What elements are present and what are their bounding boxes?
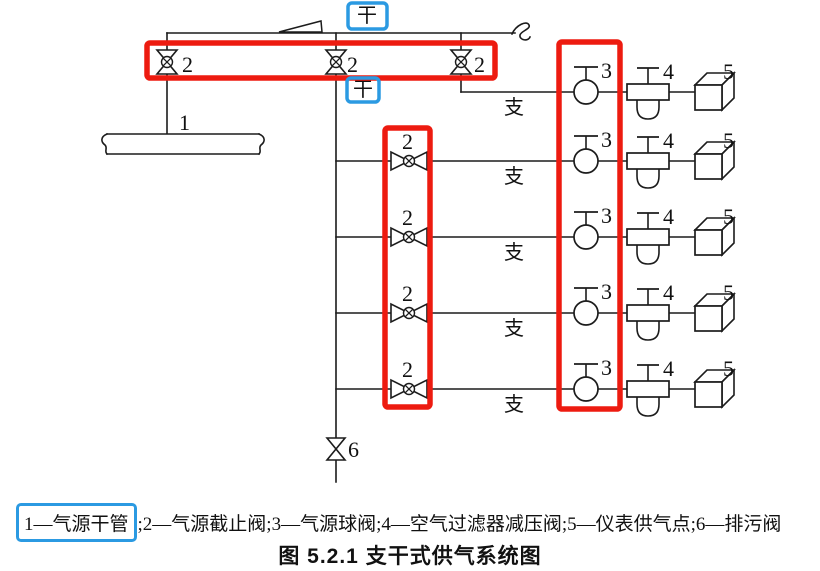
callout-4b: 4 [663,128,674,153]
callout-4e: 4 [663,356,674,381]
stop-valve-1 [156,49,178,75]
branch-stop-valve-1 [390,151,428,171]
callout-3b: 3 [601,127,612,152]
callout-2f: 2 [402,281,413,306]
callout-4a: 4 [663,59,674,84]
callout-5a: 5 [723,59,734,84]
callout-4c: 4 [663,204,674,229]
drain-valve [326,437,346,461]
stop-valve-3 [450,49,472,75]
pipe-lines [166,20,696,483]
blue-highlight-trunk-mid [345,76,381,104]
branch-stop-valve-2 [390,227,428,247]
callout-4d: 4 [663,280,674,305]
source-header-pipe [101,132,265,156]
callout-2d: 2 [402,129,413,154]
callout-1: 1 [179,110,190,135]
ball-valve-2 [573,135,599,174]
callout-5d: 5 [723,280,734,305]
legend: 1—气源干管;2—气源截止阀;3—气源球阀;4—空气过滤器减压阀;5—仪表供气点… [16,503,781,542]
callout-2e: 2 [402,205,413,230]
blue-highlight-trunk-top [346,1,389,31]
branch-label-5: 支 [504,393,524,416]
ball-valve-5 [573,363,599,402]
callout-2c: 2 [474,52,485,77]
ball-valve-4 [573,287,599,326]
callout-6: 6 [348,437,359,462]
legend-item-1-highlighted: 1—气源干管 [16,503,137,542]
pipe-break-squiggle [510,22,532,41]
trunk-label-top: 干 [357,5,377,27]
red-highlight-ball-valves [556,39,623,412]
figure-caption: 图 5.2.1 支干式供气系统图 [278,545,542,568]
legend-items-rest: ;2—气源截止阀;3—气源球阀;4—空气过滤器减压阀;5—仪表供气点;6—排污阀 [137,514,782,535]
ball-valve-1 [573,66,599,105]
branch-stop-valve-4 [390,379,428,399]
red-highlight-trunk-valves [144,40,498,81]
callout-3a: 3 [601,58,612,83]
callout-3e: 3 [601,355,612,380]
branch-label-1: 支 [504,96,524,119]
red-highlight-branch-valves [382,125,433,410]
stop-valve-2 [325,49,347,75]
callout-2b: 2 [347,52,358,77]
branch-stop-valve-3 [390,303,428,323]
callout-2g: 2 [402,357,413,382]
branch-label-4: 支 [504,317,524,340]
branch-label-2: 支 [504,165,524,188]
callout-5e: 5 [723,356,734,381]
branch-label-3: 支 [504,241,524,264]
slope-mark [278,20,323,33]
callout-5c: 5 [723,204,734,229]
callout-3c: 3 [601,203,612,228]
callout-2a: 2 [182,52,193,77]
trunk-label-mid: 干 [353,79,373,101]
callout-3d: 3 [601,279,612,304]
ball-valve-3 [573,211,599,250]
callout-5b: 5 [723,128,734,153]
